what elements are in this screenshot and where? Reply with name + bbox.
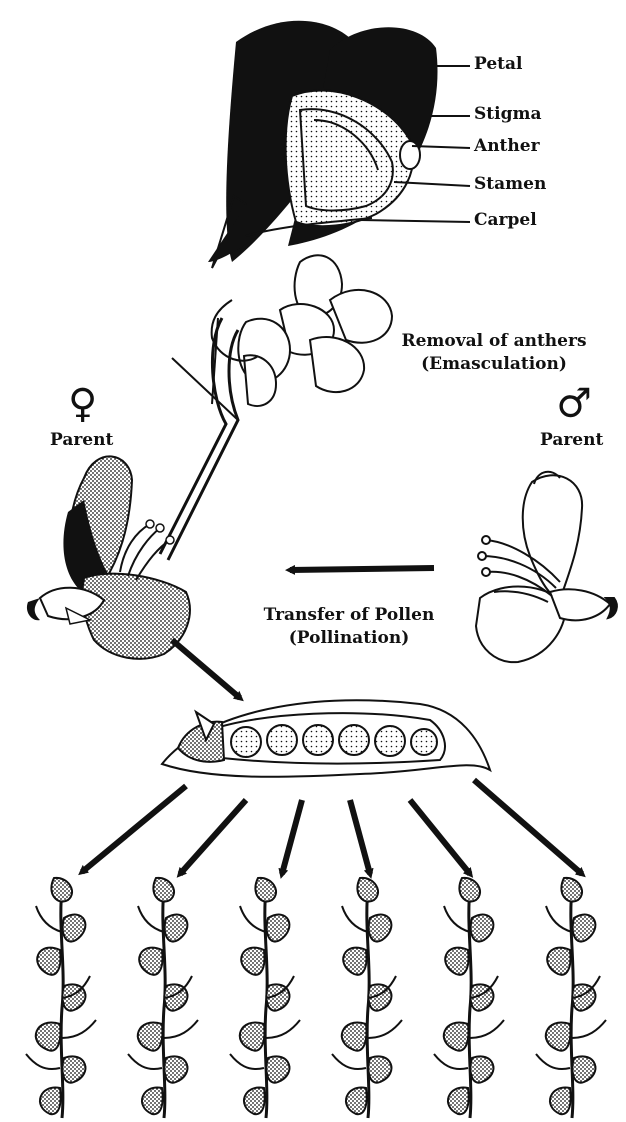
label-female-parent: Parent	[50, 430, 113, 450]
offspring-arrow-1	[82, 786, 186, 872]
offspring-plants	[26, 878, 606, 1118]
label-carpel: Carpel	[474, 210, 537, 230]
female-symbol-icon: ♀	[68, 384, 97, 424]
label-emasculation: Removal of anthers (Emasculation)	[384, 330, 604, 376]
male-symbol-icon: ♂	[556, 384, 592, 424]
transfer-line-1: Transfer of Pollen	[244, 604, 454, 627]
offspring-arrow-3	[282, 800, 302, 874]
label-petal: Petal	[474, 54, 522, 74]
offspring-plant-5	[434, 878, 504, 1118]
offspring-plant-6	[536, 878, 606, 1118]
pollination-arrow	[290, 568, 434, 570]
pea-pod	[162, 700, 490, 777]
offspring-plant-4	[332, 878, 402, 1118]
to-pod-arrow	[172, 640, 240, 698]
male-parent-flower	[476, 472, 617, 662]
label-anther: Anther	[474, 136, 540, 156]
offspring-arrow-2	[180, 800, 246, 874]
label-stamen: Stamen	[474, 174, 546, 194]
emasculation-flower	[160, 255, 392, 560]
offspring-arrow-6	[474, 780, 582, 874]
label-pollination: Transfer of Pollen (Pollination)	[244, 604, 454, 650]
offspring-plant-3	[230, 878, 300, 1118]
transfer-line-2: (Pollination)	[244, 627, 454, 650]
female-parent-flower	[27, 456, 190, 658]
label-male-parent: Parent	[540, 430, 603, 450]
offspring-arrow-4	[350, 800, 370, 874]
removal-line-2: (Emasculation)	[384, 353, 604, 376]
offspring-plant-1	[26, 878, 96, 1118]
removal-line-1: Removal of anthers	[384, 330, 604, 353]
offspring-plant-2	[128, 878, 198, 1118]
label-stigma: Stigma	[474, 104, 541, 124]
flower-cross-section	[208, 21, 438, 268]
offspring-arrow-5	[410, 800, 470, 874]
